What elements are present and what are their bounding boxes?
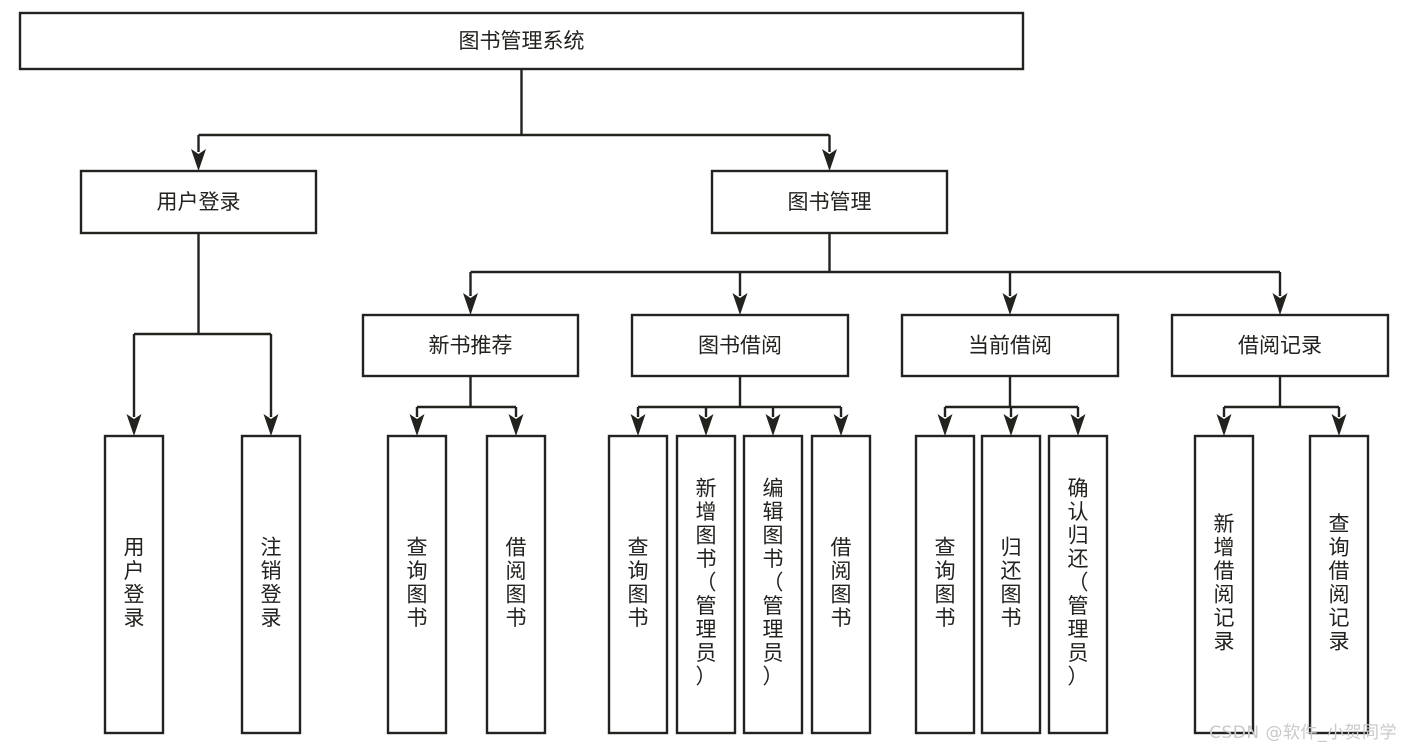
node-box-user-login[interactable] [79,169,318,235]
connector-group-borrow-record [1216,376,1347,436]
arrow-head-icon [1216,414,1232,436]
node-box-leaf-query-book-cur[interactable] [914,434,976,735]
node-label-leaf-borrow-book-bor: 借阅图书 [831,535,852,630]
node-leaf-query-book-cur[interactable]: 查询图书 [914,434,976,735]
node-box-book-borrow[interactable] [630,313,850,378]
connector-group-root [191,69,837,171]
arrow-head-icon [263,414,279,436]
node-label-leaf-return-book: 归还图书 [1001,535,1022,630]
arrow-head-icon [698,414,714,436]
node-label-root: 图书管理系统 [459,29,585,53]
node-box-new-book-recommend[interactable] [361,313,580,378]
arrow-head-icon [1003,414,1019,436]
node-label-leaf-query-book-rec: 查询图书 [407,535,428,630]
arrow-head-icon [937,414,953,436]
node-leaf-edit-book[interactable]: 编辑图书（管理员） [742,434,804,735]
node-leaf-query-book-bor[interactable]: 查询图书 [607,434,669,735]
node-box-leaf-user-login[interactable] [103,434,165,735]
arrow-head-icon [1331,414,1347,436]
connector-group-book-manage [463,233,1288,315]
connector-group-book-borrow [630,376,849,436]
arrow-head-icon [1002,293,1018,315]
node-book-manage[interactable]: 图书管理 [710,169,949,235]
arrow-head-icon [822,149,837,171]
node-box-leaf-query-record[interactable] [1308,434,1370,735]
node-root[interactable]: 图书管理系统 [18,11,1025,71]
node-box-leaf-edit-book[interactable] [742,434,804,735]
node-box-leaf-borrow-book-rec[interactable] [485,434,547,735]
node-book-borrow[interactable]: 图书借阅 [630,313,850,378]
arrow-head-icon [732,293,748,315]
node-layer: 图书管理系统用户登录图书管理新书推荐图书借阅当前借阅借阅记录用户登录注销登录查询… [18,11,1390,735]
node-new-book-recommend[interactable]: 新书推荐 [361,313,580,378]
connector-group-current-borrow [937,376,1086,436]
node-label-current-borrow: 当前借阅 [968,334,1052,358]
node-label-leaf-query-book-cur: 查询图书 [935,535,956,630]
node-label-leaf-logout: 注销登录 [261,535,282,630]
arrow-head-icon [463,293,478,315]
node-label-new-book-recommend: 新书推荐 [429,334,513,358]
arrow-head-icon [833,414,849,436]
node-box-leaf-borrow-book-bor[interactable] [810,434,872,735]
node-label-borrow-record: 借阅记录 [1238,334,1322,358]
node-current-borrow[interactable]: 当前借阅 [900,313,1120,378]
arrow-head-icon [409,414,425,436]
connector-group-new-book-recommend [409,376,524,436]
arrow-head-icon [508,414,524,436]
node-label-leaf-borrow-book-rec: 借阅图书 [506,535,527,630]
node-leaf-user-login[interactable]: 用户登录 [103,434,165,735]
node-leaf-borrow-book-rec[interactable]: 借阅图书 [485,434,547,735]
node-box-leaf-add-record[interactable] [1193,434,1255,735]
node-leaf-borrow-book-bor[interactable]: 借阅图书 [810,434,872,735]
node-label-book-manage: 图书管理 [788,190,872,214]
arrow-head-icon [1070,414,1086,436]
node-box-leaf-confirm-return[interactable] [1047,434,1109,735]
arrow-head-icon [126,414,142,436]
node-leaf-query-book-rec[interactable]: 查询图书 [386,434,448,735]
node-label-user-login: 用户登录 [157,190,241,214]
node-borrow-record[interactable]: 借阅记录 [1170,313,1390,378]
node-box-leaf-query-book-rec[interactable] [386,434,448,735]
node-label-leaf-query-book-bor: 查询图书 [628,535,649,630]
node-leaf-query-record[interactable]: 查询借阅记录 [1308,434,1370,735]
node-label-leaf-add-book: 新增图书（管理员） [696,477,717,689]
node-leaf-return-book[interactable]: 归还图书 [980,434,1042,735]
node-label-leaf-edit-book: 编辑图书（管理员） [763,477,784,689]
node-leaf-add-record[interactable]: 新增借阅记录 [1193,434,1255,735]
node-box-leaf-add-book[interactable] [675,434,737,735]
node-label-leaf-user-login: 用户登录 [124,535,145,630]
edge-layer [126,69,1347,436]
arrow-head-icon [1272,293,1288,315]
node-label-leaf-add-record: 新增借阅记录 [1214,512,1235,654]
node-box-borrow-record[interactable] [1170,313,1390,378]
arrow-head-icon [191,149,206,171]
node-leaf-confirm-return[interactable]: 确认归还（管理员） [1047,434,1109,735]
node-leaf-logout[interactable]: 注销登录 [240,434,302,735]
node-label-leaf-confirm-return: 确认归还（管理员） [1068,477,1089,689]
connector-group-user-login [126,233,279,436]
node-box-book-manage[interactable] [710,169,949,235]
arrow-head-icon [765,414,781,436]
node-box-current-borrow[interactable] [900,313,1120,378]
node-user-login[interactable]: 用户登录 [79,169,318,235]
node-leaf-add-book[interactable]: 新增图书（管理员） [675,434,737,735]
node-label-book-borrow: 图书借阅 [698,334,782,358]
node-box-leaf-logout[interactable] [240,434,302,735]
arrow-head-icon [630,414,646,436]
node-box-root[interactable] [18,11,1025,71]
node-box-leaf-query-book-bor[interactable] [607,434,669,735]
node-label-leaf-query-record: 查询借阅记录 [1329,512,1350,654]
node-box-leaf-return-book[interactable] [980,434,1042,735]
